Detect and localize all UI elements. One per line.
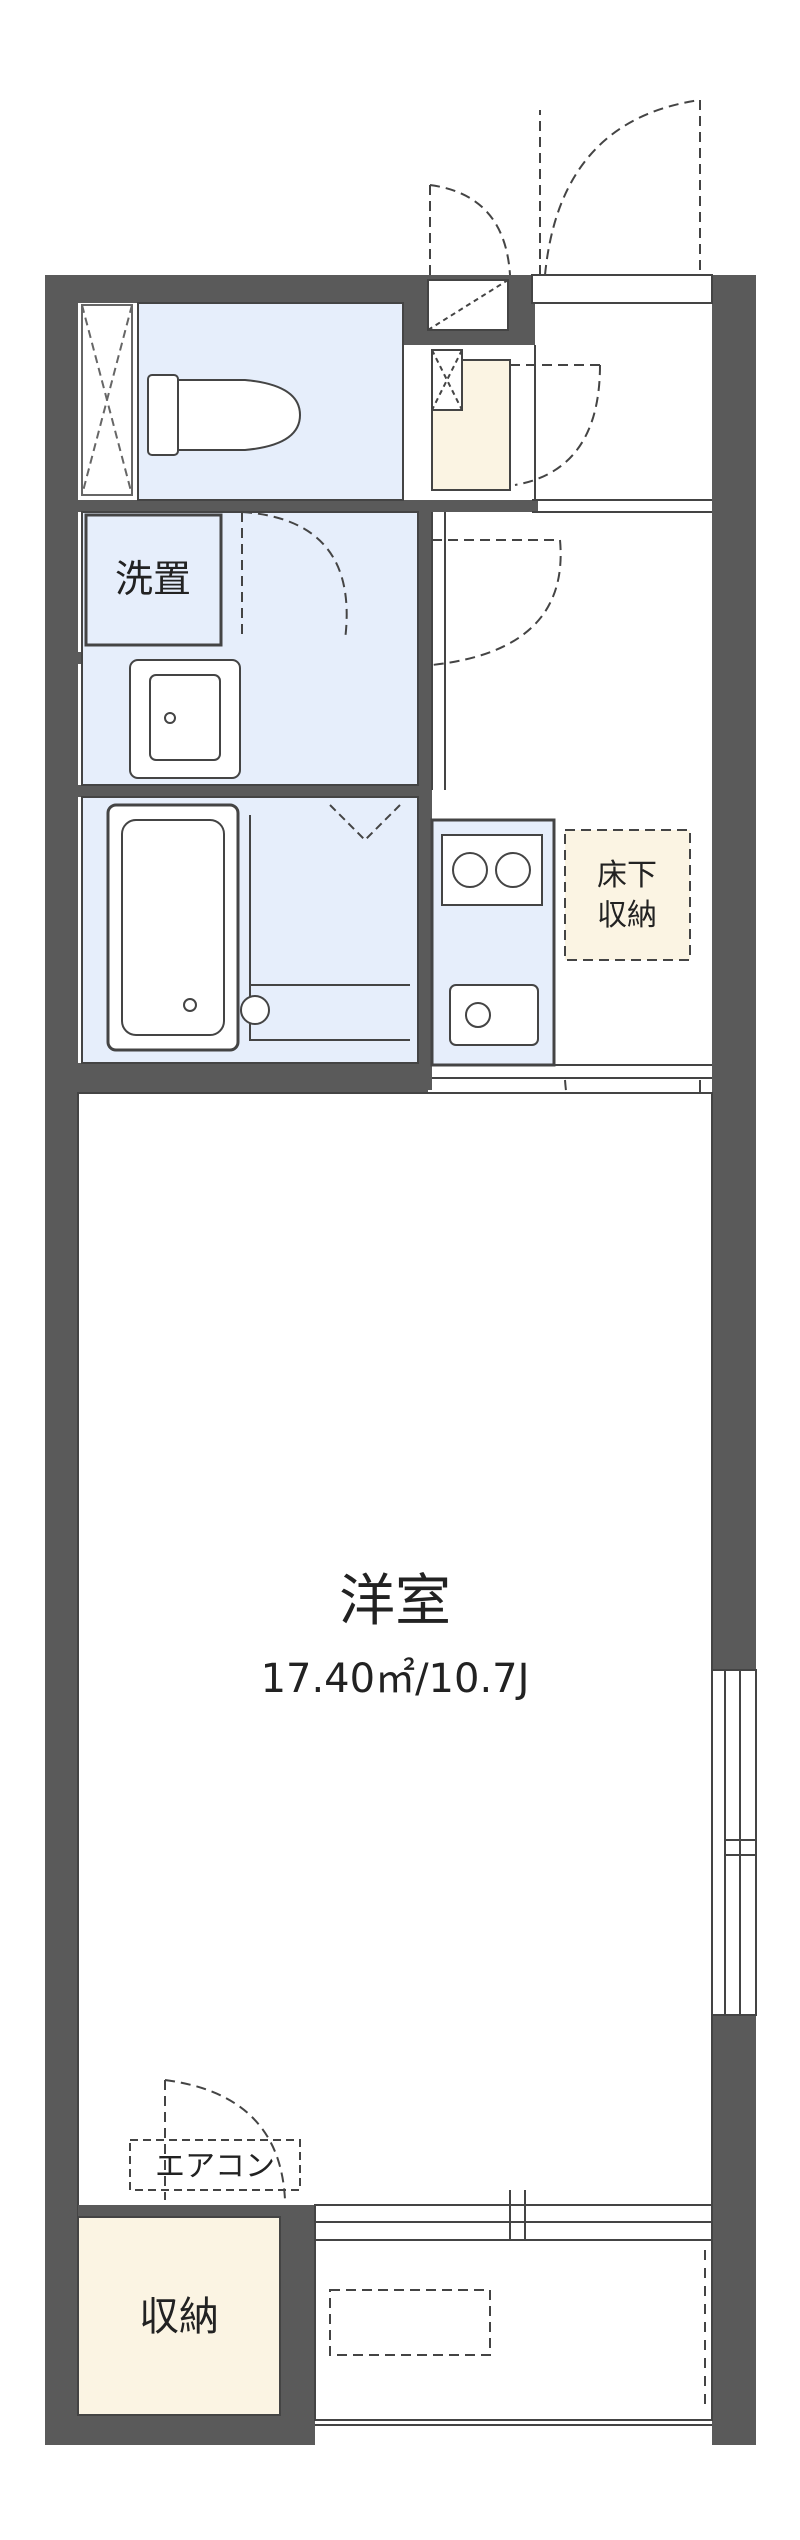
closet-side-wall <box>280 2205 315 2445</box>
wall-toilet-bottom <box>78 500 538 512</box>
wall-bath-bottom <box>78 1063 428 1093</box>
aircon-label: エアコン <box>155 2149 275 2184</box>
exterior-walls <box>45 275 756 2445</box>
wall-bottom-right <box>712 2415 756 2445</box>
wash-basin <box>129 659 241 779</box>
bathtub-inner <box>121 819 225 1036</box>
kitchen-sink-drain <box>465 1002 491 1028</box>
corridor-lines <box>431 345 712 790</box>
floor-storage <box>564 829 691 961</box>
front-door-frame <box>531 274 713 304</box>
bathtub <box>106 803 240 1052</box>
western-room <box>77 1092 713 2221</box>
washroom-label: 洗置 <box>115 557 191 601</box>
shoe-cabinet-door-swing <box>510 364 601 486</box>
western-room-name: 洋室 <box>339 1569 451 1634</box>
washroom-door-swing <box>241 511 348 641</box>
front-door-swing <box>539 99 701 276</box>
stove <box>441 834 543 906</box>
wall-bath-top <box>78 785 428 797</box>
floor-storage-label-line2: 収納 <box>597 898 657 933</box>
bathroom-door-fold <box>329 804 401 842</box>
balcony <box>314 2239 713 2421</box>
entrance-meter-box <box>431 349 463 411</box>
entrance-box-top <box>427 279 509 331</box>
shower-fixture <box>249 815 410 1041</box>
right-window <box>711 1669 757 2016</box>
small-door-swing <box>429 184 511 276</box>
closet-wall <box>78 2205 318 2217</box>
washing-machine-space <box>84 513 223 647</box>
balcony-outdoor-unit <box>329 2289 491 2356</box>
balcony-sash <box>314 2190 713 2245</box>
aircon-unit <box>129 2139 301 2191</box>
kitchen-sink <box>449 984 539 1046</box>
bathtub-drain <box>183 998 197 1012</box>
shower-head <box>240 995 270 1025</box>
storage-closet <box>77 2216 281 2416</box>
western-room-area: 17.40㎡/10.7J <box>261 1656 530 1702</box>
wash-basin-bowl <box>149 674 221 761</box>
wall-center-vertical <box>418 500 432 1090</box>
wall-left <box>45 275 78 2445</box>
wall-top-left <box>45 275 395 303</box>
stove-burner-left <box>452 852 488 888</box>
storage-label: 収納 <box>139 2294 219 2340</box>
wall-right-upper <box>712 275 756 1670</box>
corridor-door-swing <box>431 539 562 666</box>
toilet-bowl <box>177 379 302 451</box>
closet-door-swing <box>164 2079 286 2201</box>
wall-bottom-left <box>45 2415 315 2445</box>
stove-burner-right <box>495 852 531 888</box>
floor-storage-label-line1: 床下 <box>597 858 657 893</box>
wash-basin-drain <box>164 712 176 724</box>
wall-right-lower <box>712 2015 756 2445</box>
shelf-left-top <box>81 304 133 496</box>
toilet-tank <box>147 374 179 456</box>
